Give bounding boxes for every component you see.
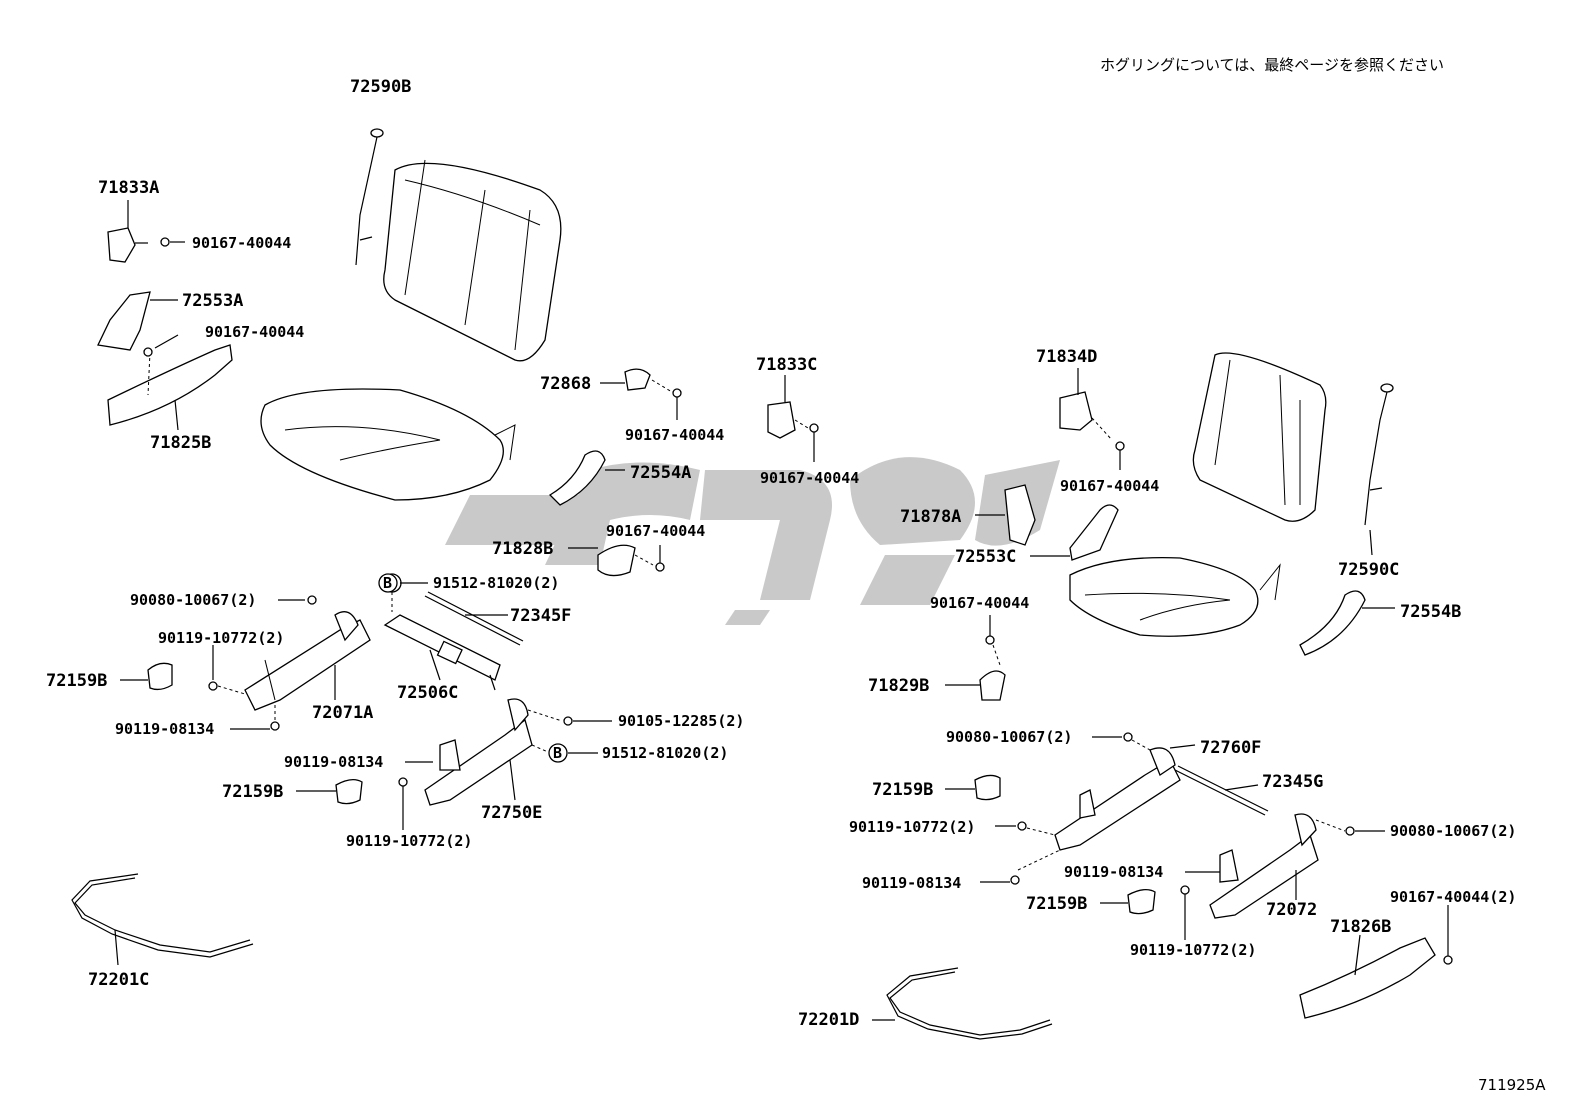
label-71826B: 71826B [1330, 917, 1391, 937]
label-90119-10772-b: 90119-10772(2) [346, 832, 472, 850]
seat-back-left [383, 159, 562, 362]
part-72159B-d [1100, 888, 1156, 915]
part-71825B [107, 334, 233, 431]
label-72750E: 72750E [481, 803, 542, 823]
rod-72345G [1174, 765, 1269, 816]
label-90167-40044-d: 90167-40044 [760, 469, 859, 487]
label-72590B: 72590B [350, 77, 411, 97]
part-72554A [548, 450, 625, 506]
label-90080-10067-a: 90080-10067(2) [130, 591, 256, 609]
label-71833A: 71833A [98, 178, 159, 198]
seat-back-right [1192, 352, 1327, 522]
label-90105-12285: 90105-12285(2) [618, 712, 744, 730]
label-72159B-a: 72159B [46, 671, 107, 691]
label-72554B: 72554B [1400, 602, 1461, 622]
label-71834D: 71834D [1036, 347, 1097, 367]
label-90119-08134-d: 90119-08134 [862, 874, 961, 892]
label-72159B-b: 72159B [222, 782, 283, 802]
label-72071A: 72071A [312, 703, 373, 723]
label-72590C: 72590C [1338, 560, 1399, 580]
label-72553A: 72553A [182, 291, 243, 311]
label-72159B-d: 72159B [1026, 894, 1087, 914]
part-71828B [568, 544, 665, 577]
wire-72201C [71, 873, 254, 966]
label-90119-10772-c: 90119-10772(2) [849, 818, 975, 836]
wire-72201D [872, 967, 1053, 1040]
track-72072 [980, 813, 1385, 940]
seat-cushion-right [1069, 556, 1281, 637]
label-90080-10067-c: 90080-10067(2) [1390, 822, 1516, 840]
label-71833C: 71833C [756, 355, 817, 375]
label-90080-10067-b: 90080-10067(2) [946, 728, 1072, 746]
label-90167-40044-a: 90167-40044 [192, 234, 291, 252]
callout-b-b-letter: B [553, 744, 562, 762]
part-72159B-a [120, 662, 173, 691]
part-71834D [1059, 368, 1125, 470]
part-72553C [1030, 504, 1119, 561]
label-72345G: 72345G [1262, 772, 1323, 792]
label-91512-81020-b: 91512-81020(2) [602, 744, 728, 762]
cable-72590C [1364, 383, 1394, 556]
label-90119-10772-a: 90119-10772(2) [158, 629, 284, 647]
label-90167-40044-b: 90167-40044 [205, 323, 304, 341]
label-71828B: 71828B [492, 539, 553, 559]
label-72201C: 72201C [88, 970, 149, 990]
track-72750E [398, 698, 612, 830]
label-90119-08134-a: 90119-08134 [115, 720, 214, 738]
part-71878A [975, 484, 1036, 546]
label-90167-40044-e: 90167-40044 [606, 522, 705, 540]
part-71833A [107, 200, 185, 263]
part-71833C [767, 375, 819, 462]
track-72071A [208, 595, 371, 731]
label-71829B: 71829B [868, 676, 929, 696]
part-71829B [945, 615, 1006, 701]
part-72554B [1299, 590, 1395, 656]
label-72159B-c: 72159B [872, 780, 933, 800]
label-72201D: 72201D [798, 1010, 859, 1030]
part-72506C [382, 573, 501, 691]
seat-cushion-left [260, 388, 516, 501]
label-91512-81020-a: 91512-81020(2) [433, 574, 559, 592]
part-72159B-c [945, 774, 1001, 801]
label-90167-40044-f: 90167-40044 [1060, 477, 1159, 495]
part-72159B-b [296, 778, 363, 805]
label-72345F: 72345F [510, 606, 571, 626]
label-90119-08134-b: 90119-08134 [284, 753, 383, 771]
callout-b-a [378, 573, 398, 593]
label-90119-10772-d: 90119-10772(2) [1130, 941, 1256, 959]
label-72553C: 72553C [955, 547, 1016, 567]
label-90167-40044-c: 90167-40044 [625, 426, 724, 444]
part-71826B [1299, 905, 1453, 1019]
part-72553A [97, 291, 178, 351]
label-71878A: 71878A [900, 507, 961, 527]
figure-number: 711925A [1478, 1076, 1546, 1094]
callout-b-a-letter: B [383, 574, 392, 592]
rod-72345F [424, 591, 524, 646]
label-72072: 72072 [1266, 900, 1317, 920]
label-72868: 72868 [540, 374, 591, 394]
label-72506C: 72506C [397, 683, 458, 703]
label-90167-40044-h: 90167-40044(2) [1390, 888, 1516, 906]
label-72554A: 72554A [630, 463, 691, 483]
cable-72590B [355, 128, 384, 266]
note-text: ホグリングについては、最終ページを参照ください [1100, 56, 1444, 74]
label-71825B: 71825B [150, 433, 211, 453]
label-90167-40044-g: 90167-40044 [930, 594, 1029, 612]
part-72868 [600, 368, 682, 420]
label-72760F: 72760F [1200, 738, 1261, 758]
track-72760F [995, 732, 1196, 851]
label-90119-08134-c: 90119-08134 [1064, 863, 1163, 881]
